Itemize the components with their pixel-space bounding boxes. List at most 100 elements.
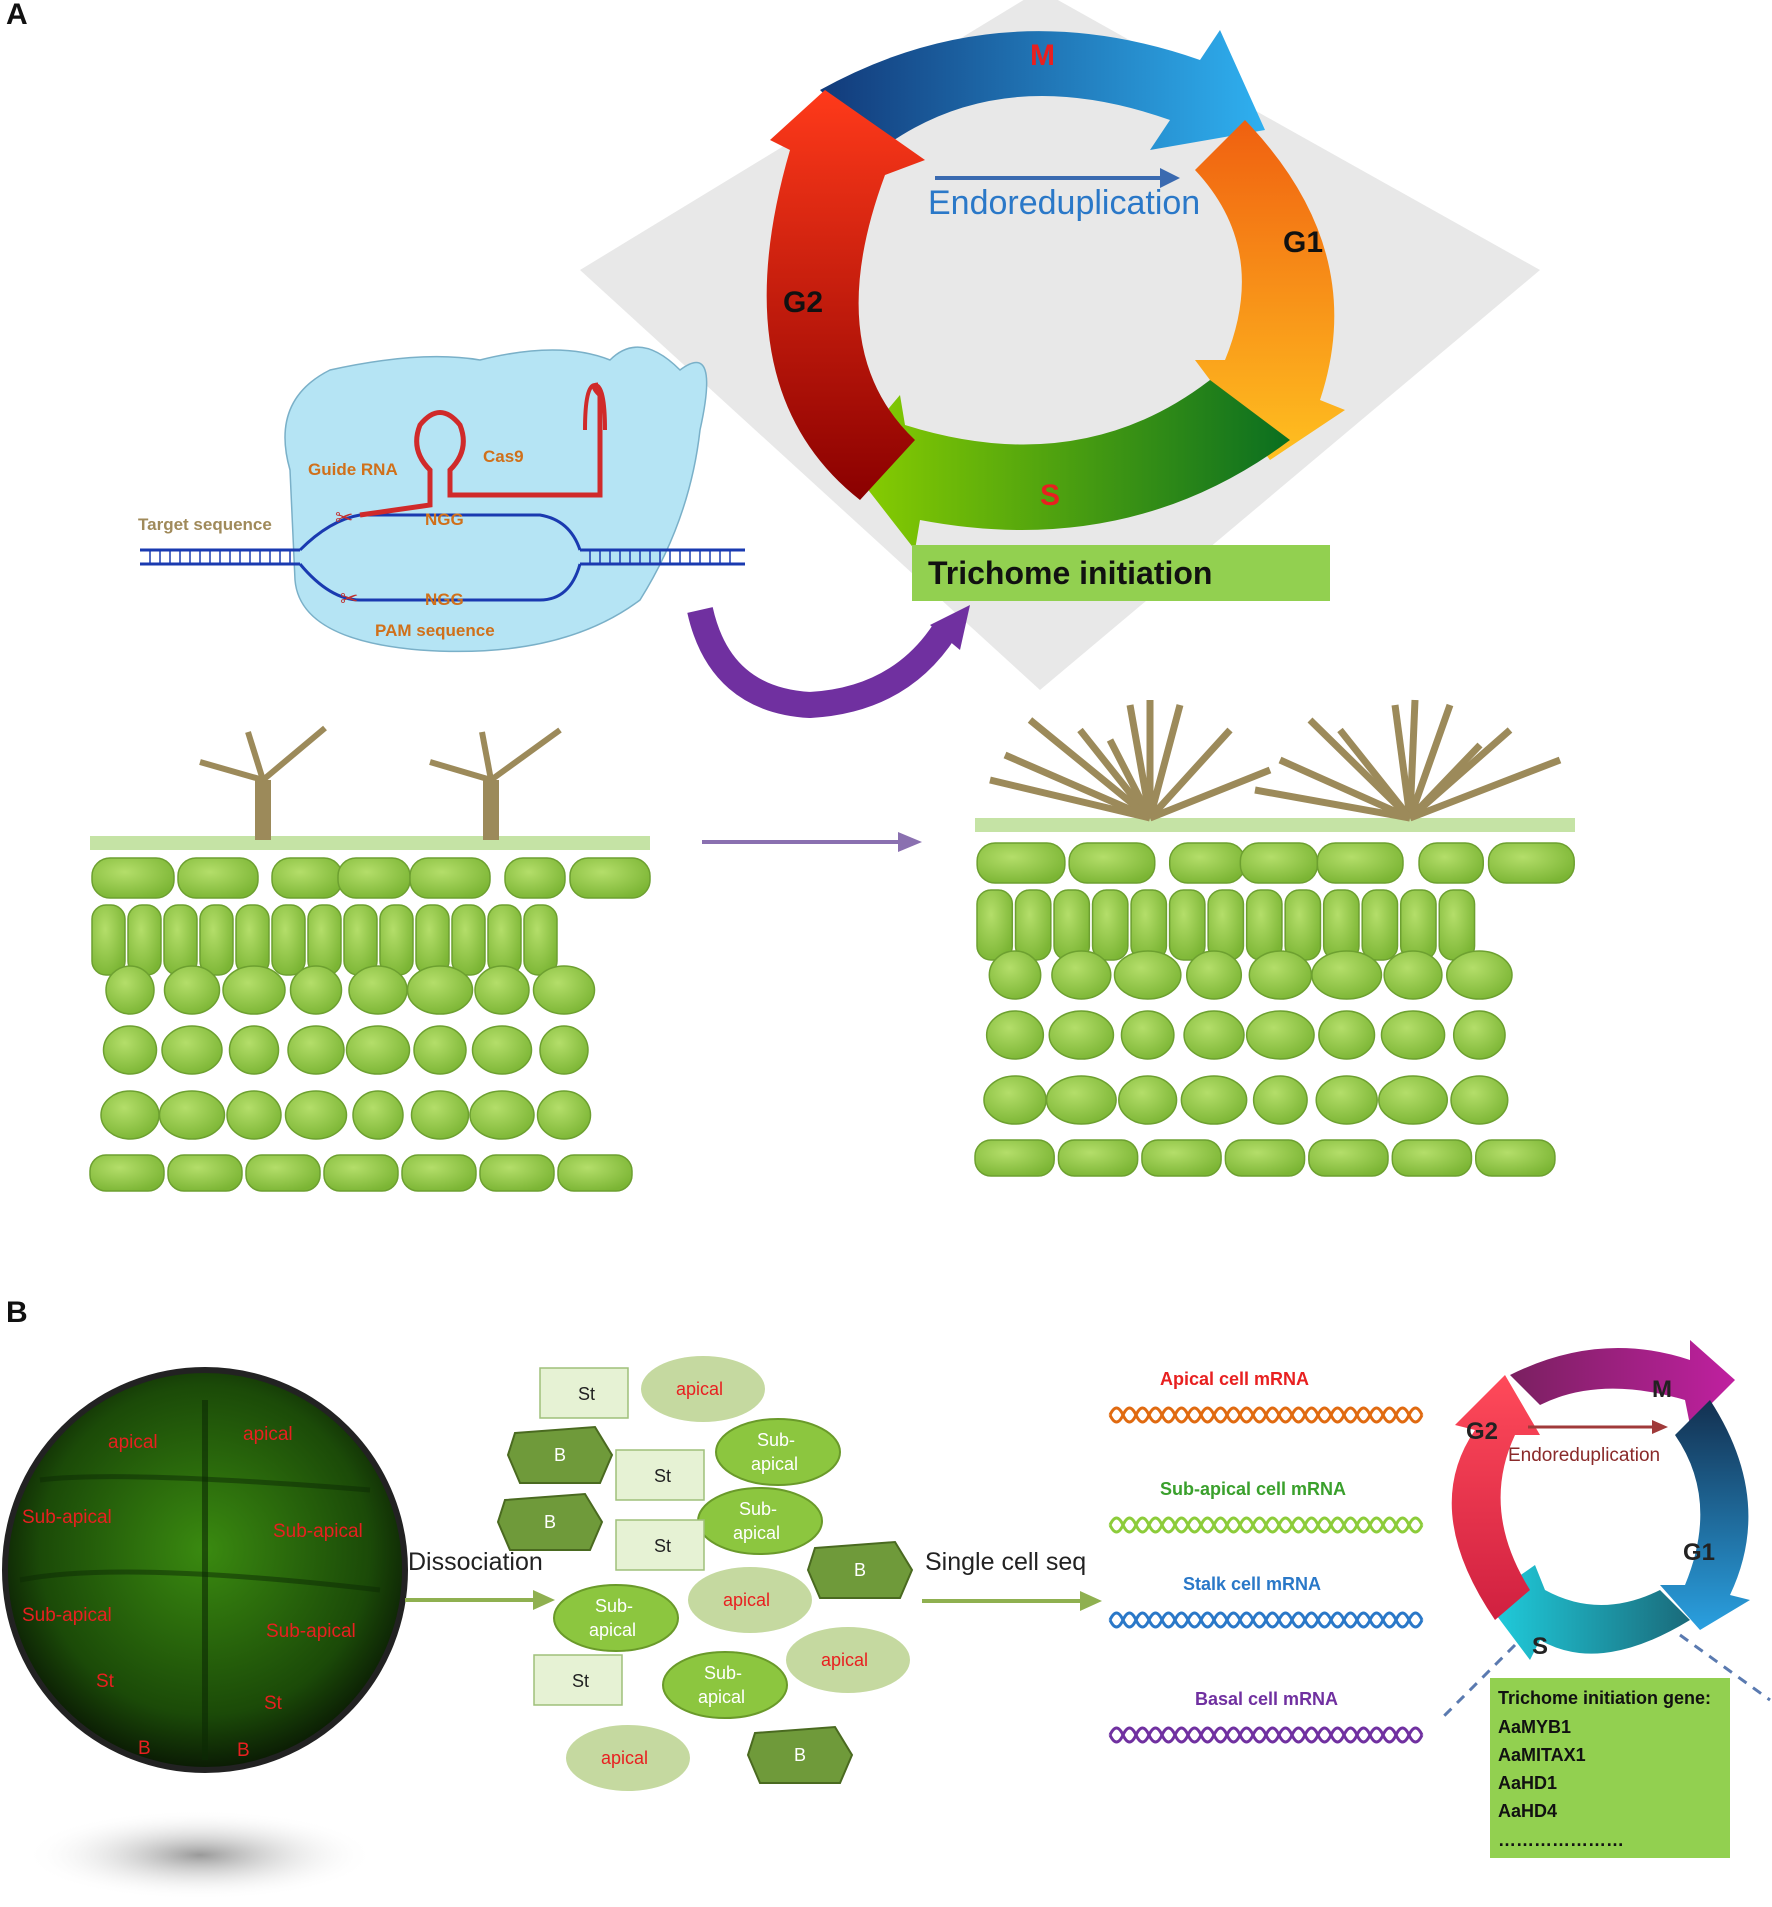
spongy-cell — [289, 965, 343, 1015]
endo-arrow-head — [1160, 168, 1180, 188]
basal-cell-label: B — [554, 1445, 566, 1465]
spongy-cell — [222, 965, 286, 1015]
mrna-label: Apical cell mRNA — [1160, 1369, 1309, 1389]
b-arc-m — [1510, 1340, 1735, 1425]
basal-cell-label: B — [794, 1745, 806, 1765]
apical-cell-label: apical — [676, 1379, 723, 1399]
sub-apical-label: apical — [751, 1454, 798, 1474]
palisade-cell — [199, 904, 234, 976]
stalk-cell-label: St — [654, 1536, 671, 1556]
spongy-cell — [406, 965, 474, 1015]
palisade-cell — [1438, 889, 1476, 961]
fluorescence-label: St — [264, 1693, 283, 1714]
apical-cell-label: apical — [821, 1650, 868, 1670]
spongy-cell — [474, 965, 530, 1015]
spongy-cell — [1383, 950, 1443, 1000]
b-arc-g1 — [1660, 1400, 1750, 1630]
spongy-cell — [1311, 950, 1383, 1000]
gene-item: AaHD1 — [1498, 1773, 1557, 1793]
fluorescence-label: Sub-apical — [22, 1605, 112, 1626]
gene-item: AaHD4 — [1498, 1801, 1557, 1821]
cell-cycle-b: M G1 S G2 Endoreduplication — [1451, 1340, 1750, 1660]
lower-epidermis-cell — [401, 1154, 477, 1192]
spongy-cell — [1315, 1075, 1378, 1125]
apical-cell — [566, 1725, 690, 1791]
fluorescence-image — [2, 1367, 408, 1773]
spongy-cell — [1450, 1075, 1509, 1125]
leaf-tissue-after — [974, 699, 1575, 1177]
spongy-cell — [532, 965, 596, 1015]
apical-cell — [786, 1627, 910, 1693]
mrna-strand — [1108, 1406, 1424, 1424]
spongy-cell — [100, 1090, 160, 1140]
mrna-label: Basal cell mRNA — [1195, 1689, 1338, 1709]
trichome-initiation-banner — [912, 545, 1330, 601]
spongy-cell — [1120, 1010, 1175, 1060]
spongy-cell — [1245, 1010, 1315, 1060]
trichome-initiation-label: Trichome initiation — [928, 555, 1212, 591]
sub-apical-cell — [697, 1487, 823, 1555]
fluorescence-label: Sub-apical — [266, 1621, 356, 1642]
b-phase-m: M — [1652, 1376, 1672, 1403]
lower-epidermis-cell — [1308, 1139, 1389, 1177]
fluorescence-label: Sub-apical — [273, 1521, 363, 1542]
gene-item: ………………… — [1498, 1830, 1624, 1850]
sub-apical-label: Sub- — [595, 1596, 633, 1616]
lower-epidermis-cell — [479, 1154, 555, 1192]
stalk-cell — [615, 1449, 705, 1501]
phase-s: S — [1040, 479, 1060, 512]
spongy-cell — [345, 1025, 411, 1075]
fluorescence-label: apical — [243, 1424, 293, 1445]
basal-cell — [746, 1725, 854, 1784]
gene-box — [1490, 1678, 1730, 1858]
spongy-cell — [1252, 1075, 1308, 1125]
dna-rungs — [149, 550, 731, 564]
stalk-cell — [539, 1367, 629, 1419]
mrna-strand — [1108, 1726, 1424, 1744]
cell-cycle-a: M G1 S G2 Endoreduplication — [766, 30, 1345, 550]
spongy-cell — [1248, 950, 1313, 1000]
basal-cell — [496, 1492, 604, 1551]
b-arc-s — [1485, 1565, 1690, 1660]
spongy-cell — [1380, 1010, 1446, 1060]
sub-apical-label: apical — [698, 1687, 745, 1707]
spongy-cell — [158, 1090, 226, 1140]
spongy-cell — [469, 1090, 535, 1140]
trichome-simple-2 — [429, 727, 562, 840]
stalk-cell — [615, 1519, 705, 1571]
palisade-cell — [1053, 889, 1091, 961]
gene-item: AaMITAX1 — [1498, 1745, 1586, 1765]
curved-purple-arrow — [687, 606, 956, 719]
b-endo-arrow-head — [1652, 1420, 1668, 1434]
phase-g1: G1 — [1283, 226, 1323, 259]
sub-apical-label: apical — [589, 1620, 636, 1640]
dissociation-arrow-head — [533, 1590, 555, 1610]
apical-cell — [688, 1567, 812, 1633]
lower-epidermis-cell — [1224, 1139, 1306, 1177]
gene-box-title: Trichome initiation gene: — [1498, 1688, 1711, 1708]
palisade-cell — [307, 904, 342, 976]
single-cell-seq-arrow-head — [1080, 1591, 1102, 1611]
palisade-cell — [1091, 889, 1129, 961]
dissociation-label: Dissociation — [408, 1548, 543, 1576]
lower-epidermis-cell — [557, 1154, 633, 1192]
guide-rna-label: Guide RNA — [308, 460, 398, 479]
spongy-cell — [1318, 1010, 1376, 1060]
stalk-cell-label: St — [572, 1671, 589, 1691]
straight-arrow-head — [898, 832, 922, 852]
trichome-branched-2 — [1254, 699, 1562, 822]
spongy-cell — [1445, 950, 1513, 1000]
spongy-cell — [228, 1025, 280, 1075]
spongy-cell — [1183, 1010, 1245, 1060]
single-cell-seq-label: Single cell seq — [925, 1548, 1086, 1576]
phase-g2: G2 — [783, 286, 823, 319]
trichome-simple-1 — [199, 725, 327, 840]
epidermis-cell — [976, 842, 1066, 884]
spongy-cell — [988, 950, 1042, 1000]
mrna-strand — [1108, 1611, 1424, 1629]
epidermis-cell — [504, 857, 566, 899]
basal-cell-label: B — [544, 1512, 556, 1532]
palisade-cell — [1284, 889, 1322, 961]
